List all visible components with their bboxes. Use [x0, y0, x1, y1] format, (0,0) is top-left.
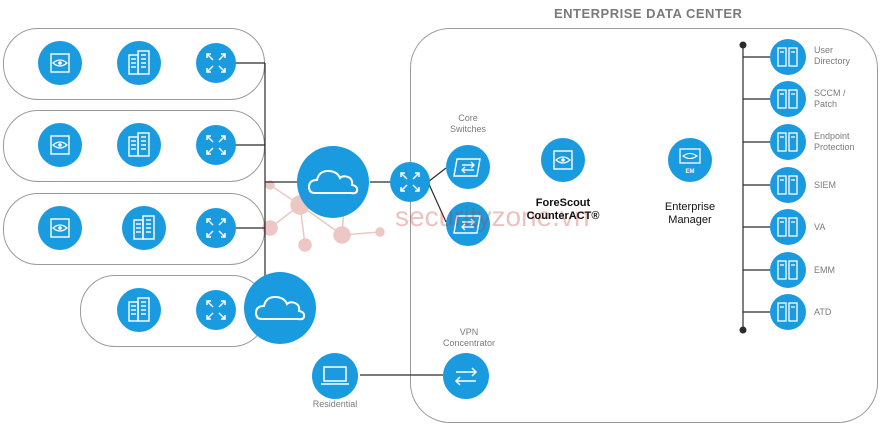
service-label-va: VA — [814, 222, 826, 232]
exchange-icon — [443, 353, 489, 399]
bus-end-top — [739, 41, 747, 49]
router-icon — [196, 290, 236, 330]
forescout-icon — [38, 41, 82, 85]
forescout-icon — [38, 123, 82, 167]
forescout-label: ForeScout CounterACT® — [526, 197, 600, 222]
server-icon — [770, 294, 806, 330]
watermark-text: securityzone.vn — [395, 201, 590, 232]
service-label-sccm: SCCM / Patch — [814, 88, 846, 109]
laptop-icon — [312, 353, 358, 399]
building-icon — [117, 123, 161, 167]
residential-label: Residential — [312, 399, 358, 409]
server-icon — [770, 39, 806, 75]
service-label-siem: SIEM — [814, 180, 837, 190]
switch-icon — [446, 202, 490, 246]
vpn-label: VPN Concentrator — [442, 327, 496, 348]
cloud-icon — [244, 272, 316, 344]
service-label-atd: ATD — [814, 307, 832, 317]
server-icon — [770, 209, 806, 245]
server-icon — [770, 124, 806, 160]
connector-lines — [230, 45, 770, 376]
server-icon — [770, 167, 806, 203]
forescout-icon — [38, 206, 82, 250]
service-label-user-directory: User Directory — [814, 45, 851, 66]
service-label-emm: EMM — [814, 265, 835, 275]
router-icon — [196, 125, 236, 165]
switch-icon — [446, 145, 490, 189]
router-icon — [196, 43, 236, 83]
bus-end-bottom — [739, 326, 747, 334]
enterprise-manager-icon: EM — [668, 138, 712, 182]
building-icon — [117, 41, 161, 85]
forescout-icon — [541, 138, 585, 182]
router-icon — [196, 208, 236, 248]
server-icon — [770, 81, 806, 117]
building-icon — [122, 206, 166, 250]
em-badge: EM — [686, 169, 695, 175]
core-switches-label: Core Switches — [449, 113, 486, 134]
router-icon — [390, 162, 430, 202]
datacenter-title: ENTERPRISE DATA CENTER — [554, 6, 743, 21]
server-icon — [770, 252, 806, 288]
building-icon — [117, 288, 161, 332]
service-label-endpoint: Endpoint Protection — [814, 131, 855, 152]
cloud-icon — [297, 146, 369, 218]
enterprise-manager-label: Enterprise Manager — [664, 201, 716, 226]
